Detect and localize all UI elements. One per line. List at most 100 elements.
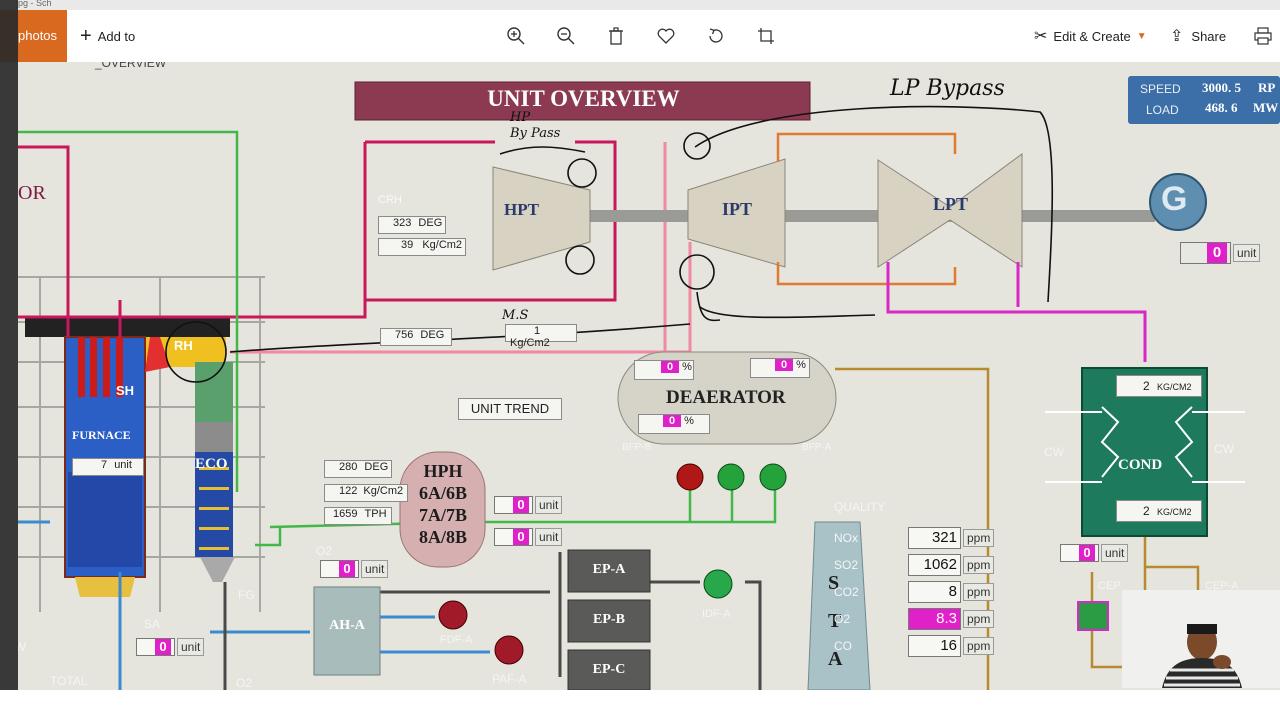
plus-icon: + [80,24,92,47]
screen-title: UNIT OVERVIEW [487,86,680,111]
add-to-label: Add to [97,28,136,44]
load-value: 468. 6 [1205,100,1238,115]
webcam-overlay [1122,590,1280,688]
hpt-label: HPT [504,200,539,219]
handwritten-hp-bypass: HP By Pass [510,110,561,141]
quality-row-unit: ppm [963,636,995,655]
quality-row-label: CO2 [834,584,859,599]
speed-unit: RP [1258,80,1276,95]
crh-press-unit: Kg/Cm2 [422,239,463,251]
total-label: TOTAL [50,674,88,688]
crh-press-value: 39 [401,239,414,251]
hph-temp: 280 [339,461,358,473]
crh-label: CRH [378,194,402,206]
o2-value: 0 unit [320,560,389,578]
deaerator-v1-unit: % [682,361,692,373]
favorite-button[interactable] [656,10,676,62]
cw-in-label: CW [1044,445,1064,459]
quality-row-label: O2 [834,611,851,626]
rotate-button[interactable] [706,10,726,62]
ms-press-box: 1 Kg/Cm2 [505,324,577,349]
rotate-icon [709,28,723,43]
speed-label: SPEED [1140,82,1181,96]
bfp-a-label: BFP-A [802,442,832,453]
ms-temp-box: 756 DEG [380,328,452,346]
furnace-value: 7 [101,459,108,471]
rh-label: RH [174,338,193,353]
quality-row-value: 1062 [908,553,961,576]
unit-trend-button[interactable]: UNIT TREND [458,398,562,420]
hph-press-box: 122 Kg/Cm2 [324,484,408,502]
deaerator-level-2: 0 % [750,358,810,378]
photo-canvas: _OVERVIEW UNIT OVERVIEW SPEED 3000. 5 RP… [0,62,1280,690]
zoom-out-button[interactable] [556,10,576,62]
quality-row-label: SO2 [834,557,859,572]
ms-temp-value: 756 [395,329,414,341]
gen-value: 0 [1207,243,1227,263]
window-title-bar: ... jpg - Sch [0,0,1280,10]
cond-top-value: 2 [1143,379,1150,393]
deaerator-level-1: 0 % [634,360,694,380]
print-button[interactable] [1254,10,1272,62]
screen-tab-overview[interactable]: _OVERVIEW [95,62,167,70]
stack-letter-c: C [828,678,842,690]
hph-flow-box: 1659 TPH [324,507,392,525]
o2-value-box: 0 [320,560,359,578]
hph-temp-unit: DEG [364,461,389,473]
share-button[interactable]: ⇪ Share [1170,10,1226,62]
quality-row-value: 8.3 [908,607,961,630]
printer-icon [1254,27,1272,45]
cep-value-box: 0 [1060,544,1099,562]
hph-v1-unit: unit [535,496,563,514]
deaerator-v3-unit: % [684,415,694,427]
quality-row-unit: ppm [963,528,995,547]
fg-label: FG [238,588,255,602]
sa-label: SA [144,617,161,631]
deaerator-v2-unit: % [796,359,806,371]
crh-temp-box: 323 DEG [378,216,446,234]
left-title: OR [18,182,46,204]
sa-unit: unit [177,638,205,656]
hph-line4: 8A/8B [418,527,467,547]
delete-button[interactable] [606,10,626,62]
cep-unit: unit [1101,544,1129,562]
window-title: ... jpg - Sch [6,0,52,8]
edit-create-button[interactable]: ✂ Edit & Create ▼ [1034,10,1147,62]
furnace-label: FURNACE [72,428,131,442]
ms-temp-unit: DEG [420,329,445,341]
heart-icon [657,28,675,44]
cw-out-label: CW [1214,442,1234,456]
add-to-button[interactable]: + Add to [80,10,135,62]
crop-button[interactable] [756,10,776,62]
gen-unit: unit [1233,244,1261,262]
ep-b-label: EP-B [593,612,625,627]
hph-v2: 0 [513,529,529,545]
quality-row-unit: ppm [963,555,995,574]
bfp-b-label: BFP-B [622,442,652,453]
hph-press: 122 [339,485,358,497]
zoom-in-icon [507,27,525,45]
ms-press-value: 1 [534,325,541,337]
ep-c-label: EP-C [592,662,626,677]
left-edge-strip [0,0,18,720]
stack-letter-t: T [828,610,842,632]
edit-create-label: Edit & Create [1053,28,1131,44]
cond-bottom-unit: KG/CM2 [1157,507,1192,517]
sa-value: 0 unit [136,638,205,656]
quality-title: QUALITY [834,500,886,514]
o2-number: 0 [339,561,355,577]
hph-line1: HPH [423,461,463,481]
app-toolbar [0,10,1280,63]
photos-label: photos [18,28,58,43]
zoom-in-button[interactable] [506,10,526,62]
generator-output: 0 unit [1180,242,1261,264]
o2-label: O2 [316,544,333,558]
hph-line3: 7A/7B [418,505,467,525]
idf-a-label: IDF-A [702,608,731,620]
crop-icon [758,28,774,44]
cond-bottom-box: 2 KG/CM2 [1116,500,1202,522]
furnace-value-box: 7 unit [72,458,144,476]
